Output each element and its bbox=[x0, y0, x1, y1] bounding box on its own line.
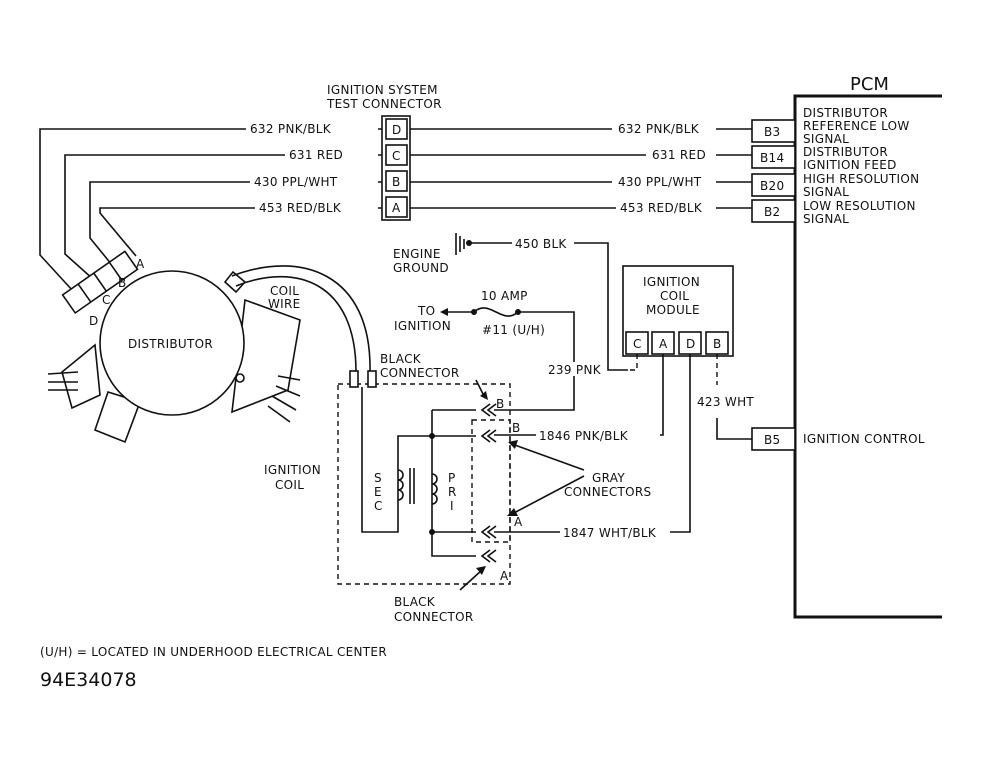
sec-label: S bbox=[374, 471, 382, 485]
ignition-coil-label: COIL bbox=[275, 478, 304, 492]
pcm-desc: DISTRIBUTOR bbox=[803, 145, 888, 159]
gray-connectors-box bbox=[471, 419, 511, 543]
coil-wire: COIL WIRE bbox=[231, 265, 371, 373]
to-ignition-label: TO bbox=[417, 304, 435, 318]
pcm-desc: IGNITION CONTROL bbox=[803, 432, 925, 446]
footer-note: (U/H) = LOCATED IN UNDERHOOD ELECTRICAL … bbox=[40, 645, 387, 659]
test-connector-title: IGNITION SYSTEM bbox=[327, 83, 438, 97]
pcm-title: PCM bbox=[850, 74, 889, 95]
conn-pin-b: B bbox=[512, 421, 521, 435]
pcm-desc: REFERENCE LOW bbox=[803, 119, 910, 133]
figure-code: 94E34078 bbox=[40, 669, 137, 691]
test-pin-b: B bbox=[392, 175, 401, 189]
pcm-block: PCM B3 B14 B20 B2 B5 DISTRIBUTOR REFEREN… bbox=[751, 74, 942, 619]
module-pin-d: D bbox=[686, 337, 696, 351]
engine-ground-label: ENGINE bbox=[393, 247, 441, 261]
test-pin-d: D bbox=[392, 123, 402, 137]
fuse-id-label: #11 (U/H) bbox=[482, 323, 545, 337]
fuse-11: 10 AMP TO IGNITION #11 (U/H) 239 PNK bbox=[394, 289, 606, 411]
wire-label-423: 423 WHT bbox=[697, 395, 754, 409]
sec-label: E bbox=[374, 485, 382, 499]
conn-pin-a: A bbox=[500, 569, 509, 583]
wire-label-430-right: 430 PPL/WHT bbox=[618, 175, 702, 189]
wire-label-1847: 1847 WHT/BLK bbox=[563, 526, 657, 540]
distributor-pin-a: A bbox=[136, 257, 145, 271]
module-pin-a: A bbox=[659, 337, 668, 351]
test-pin-c: C bbox=[392, 149, 401, 163]
pri-label: I bbox=[450, 499, 454, 513]
wire-label-453: 453 RED/BLK bbox=[259, 201, 342, 215]
pcm-pin-b3 bbox=[751, 119, 796, 143]
pcm-desc: IGNITION FEED bbox=[803, 158, 897, 172]
wire-label-450: 450 BLK bbox=[515, 237, 567, 251]
pcm-desc: HIGH RESOLUTION bbox=[803, 172, 919, 186]
test-pin-a: A bbox=[392, 201, 401, 215]
test-connector: IGNITION SYSTEM TEST CONNECTOR D C B A bbox=[326, 83, 442, 221]
pcm-pin-b14 bbox=[751, 145, 796, 169]
pcm-pin-b2 bbox=[751, 199, 796, 223]
pcm-pin-b5-label: B5 bbox=[764, 433, 780, 447]
pcm-desc: SIGNAL bbox=[803, 185, 849, 199]
coil-wire-label: COIL bbox=[270, 284, 299, 298]
pcm-pin-b20-label: B20 bbox=[760, 179, 784, 193]
conn-pin-b: B bbox=[496, 397, 505, 411]
pri-label: R bbox=[448, 485, 457, 499]
pcm-pin-b3-label: B3 bbox=[764, 125, 780, 139]
engine-ground: 450 BLK ENGINE GROUND bbox=[393, 233, 628, 371]
module-title: COIL bbox=[660, 289, 689, 303]
distributor-pin-c: C bbox=[102, 293, 111, 307]
ignition-coil: BLACK CONNECTOR S E C P R I IGNITION COI… bbox=[264, 352, 651, 624]
module-title: IGNITION bbox=[643, 275, 700, 289]
wire-label-632: 632 PNK/BLK bbox=[250, 122, 332, 136]
coil-wire-label: WIRE bbox=[268, 297, 301, 311]
black-connector-top-label: BLACK bbox=[380, 352, 422, 366]
pcm-desc: SIGNAL bbox=[803, 212, 849, 226]
distributor-pin-b: B bbox=[118, 276, 127, 290]
distributor-cap bbox=[99, 270, 245, 416]
black-connector-bottom-label: BLACK bbox=[394, 595, 436, 609]
distributor: D C B A DISTRIBUTOR bbox=[47, 250, 301, 444]
wire-label-631-right: 631 RED bbox=[652, 148, 706, 162]
to-ignition-label: IGNITION bbox=[394, 319, 451, 333]
gray-connectors-label: CONNECTORS bbox=[564, 485, 651, 499]
distributor-label: DISTRIBUTOR bbox=[128, 337, 213, 351]
test-connector-title: TEST CONNECTOR bbox=[326, 97, 442, 111]
module-pin-c: C bbox=[633, 337, 642, 351]
pcm-pin-b14-label: B14 bbox=[760, 151, 784, 165]
gray-connectors-label: GRAY bbox=[592, 471, 625, 485]
fuse-amp-label: 10 AMP bbox=[481, 289, 528, 303]
wire-label-631: 631 RED bbox=[289, 148, 343, 162]
engine-ground-label: GROUND bbox=[393, 261, 449, 275]
wire-label-453-right: 453 RED/BLK bbox=[620, 201, 703, 215]
wires-to-pcm: 632 PNK/BLK 631 RED 430 PPL/WHT 453 RED/… bbox=[410, 121, 752, 215]
distributor-pin-d: D bbox=[89, 314, 99, 328]
black-connector-top-label: CONNECTOR bbox=[380, 366, 460, 380]
wires-to-test-connector: 632 PNK/BLK 631 RED 430 PPL/WHT 453 RED/… bbox=[39, 121, 382, 304]
wire-label-430: 430 PPL/WHT bbox=[254, 175, 338, 189]
pcm-desc: SIGNAL bbox=[803, 132, 849, 146]
module-pin-b: B bbox=[713, 337, 722, 351]
pcm-desc: DISTRIBUTOR bbox=[803, 106, 888, 120]
wire-label-239: 239 PNK bbox=[548, 363, 602, 377]
sec-label: C bbox=[374, 499, 383, 513]
ignition-coil-label: IGNITION bbox=[264, 463, 321, 477]
pcm-pin-b20 bbox=[751, 173, 796, 197]
pcm-desc: LOW RESOLUTION bbox=[803, 199, 916, 213]
wire-label-632-right: 632 PNK/BLK bbox=[618, 122, 700, 136]
module-title: MODULE bbox=[646, 303, 700, 317]
conn-pin-a: A bbox=[514, 515, 523, 529]
pcm-pin-b2-label: B2 bbox=[764, 205, 780, 219]
pri-label: P bbox=[448, 471, 456, 485]
ignition-coil-module: IGNITION COIL MODULE C A D B 423 WHT 184… bbox=[494, 265, 754, 540]
black-connector-bottom-label: CONNECTOR bbox=[394, 610, 474, 624]
wire-label-1846: 1846 PNK/BLK bbox=[539, 429, 629, 443]
